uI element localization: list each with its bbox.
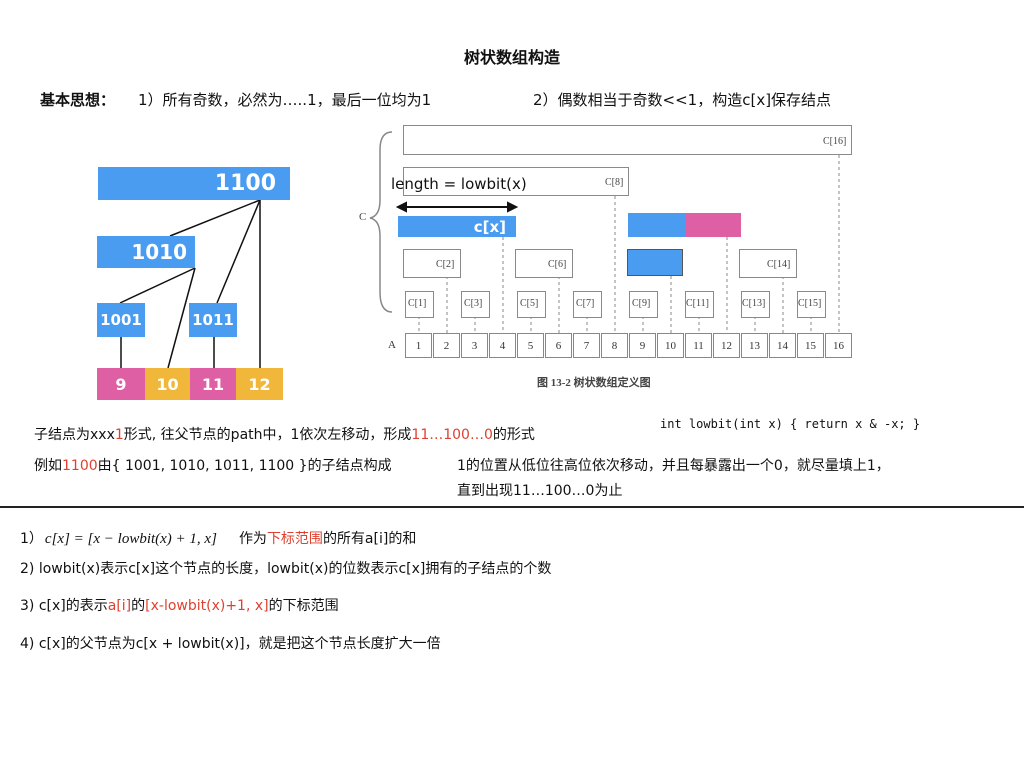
array-cell: 7 — [573, 333, 600, 358]
array-cell: 10 — [657, 333, 684, 358]
figure-lines — [369, 131, 840, 333]
array-cell: 16 — [825, 333, 852, 358]
leaf-9: 9 — [97, 368, 145, 400]
c3-label: C[3] — [464, 298, 483, 309]
rule-1: 1）c[x] = [x − lowbit(x) + 1, x]作为下标范围的所有… — [20, 531, 417, 547]
tree-node-level2: 1010 — [97, 236, 195, 268]
array-cell: 15 — [797, 333, 824, 358]
leaf-10: 10 — [145, 368, 190, 400]
c16-label: C[16] — [823, 136, 847, 147]
c3-box — [461, 291, 490, 318]
array-cell: 2 — [433, 333, 460, 358]
figure-caption: 图 13-2 树状数组定义图 — [537, 377, 651, 389]
brace-label: C — [359, 211, 367, 223]
array-cell: 6 — [545, 333, 572, 358]
array-cell: 11 — [685, 333, 712, 358]
tree-edges — [119, 199, 261, 369]
c5-box — [517, 291, 546, 318]
c2-box — [403, 249, 461, 278]
c1-label: C[1] — [408, 298, 427, 309]
idea-label: 基本思想： — [40, 91, 116, 109]
c11-label: C[11] — [686, 298, 709, 309]
c7-box — [573, 291, 602, 318]
c9-box — [629, 291, 658, 318]
array-cell: 4 — [489, 333, 516, 358]
array-cell: 5 — [517, 333, 544, 358]
page-title: 树状数组构造 — [463, 48, 560, 67]
c10-box-highlight — [627, 249, 683, 276]
c6-label: C[6] — [548, 259, 567, 270]
c6-box — [515, 249, 573, 278]
note-move-2: 直到出现11…100…0为止 — [457, 483, 623, 499]
c15-box — [797, 291, 826, 318]
array-cell: 3 — [461, 333, 488, 358]
rule-4: 4) c[x]的父节点为c[x + lowbit(x)]，就是把这个节点长度扩大… — [20, 636, 441, 652]
leaf-12: 12 — [236, 368, 283, 400]
note-example: 例如1100由{ 1001, 1010, 1011, 1100 }的子结点构成 — [34, 458, 392, 474]
leaf-11: 11 — [190, 368, 236, 400]
array-cell: 8 — [601, 333, 628, 358]
array-cell: 9 — [629, 333, 656, 358]
rule-2: 2) lowbit(x)表示c[x]这个节点的长度，lowbit(x)的位数表示… — [20, 561, 552, 577]
highlight-pink — [686, 213, 741, 237]
rule-3: 3) c[x]的表示a[i]的[x-lowbit(x)+1, x]的下标范围 — [20, 598, 339, 614]
c13-label: C[13] — [742, 298, 766, 309]
tree-node-1011: 1011 — [189, 303, 237, 337]
divider — [0, 506, 1024, 508]
array-cell: 12 — [713, 333, 740, 358]
c7-label: C[7] — [576, 298, 595, 309]
c16-box — [403, 125, 852, 155]
array-label: A — [388, 339, 396, 351]
c13-box — [741, 291, 770, 318]
array-cell: 13 — [741, 333, 768, 358]
c11-box — [685, 291, 714, 318]
note-child-form: 子结点为xxx1形式, 往父节点的path中，1依次左移动，形成11…100…0… — [34, 427, 535, 443]
c15-label: C[15] — [798, 298, 822, 309]
cx-box: c[x] — [398, 216, 516, 237]
c14-label: C[14] — [767, 259, 791, 270]
tree-node-1001: 1001 — [97, 303, 145, 337]
lowbit-code: int lowbit(int x) { return x & -x; } — [660, 417, 921, 431]
c8-box — [403, 167, 629, 196]
highlight-blue — [628, 213, 686, 237]
c5-label: C[5] — [520, 298, 539, 309]
c8-label: C[8] — [605, 177, 624, 188]
c2-label: C[2] — [436, 259, 455, 270]
tree-node-root: 1100 — [98, 167, 290, 200]
length-label: length = lowbit(x) — [391, 175, 527, 193]
array-cell: 14 — [769, 333, 796, 358]
idea-point-1: 1）所有奇数，必然为…..1，最后一位均为1 — [138, 91, 432, 109]
idea-point-2: 2）偶数相当于奇数<<1，构造c[x]保存结点 — [533, 91, 832, 109]
note-move-1: 1的位置从低位往高位依次移动，并且每暴露出一个0，就尽量填上1， — [457, 458, 890, 474]
c1-box — [405, 291, 434, 318]
c14-box — [739, 249, 797, 278]
c9-label: C[9] — [632, 298, 651, 309]
array-cell: 1 — [405, 333, 432, 358]
